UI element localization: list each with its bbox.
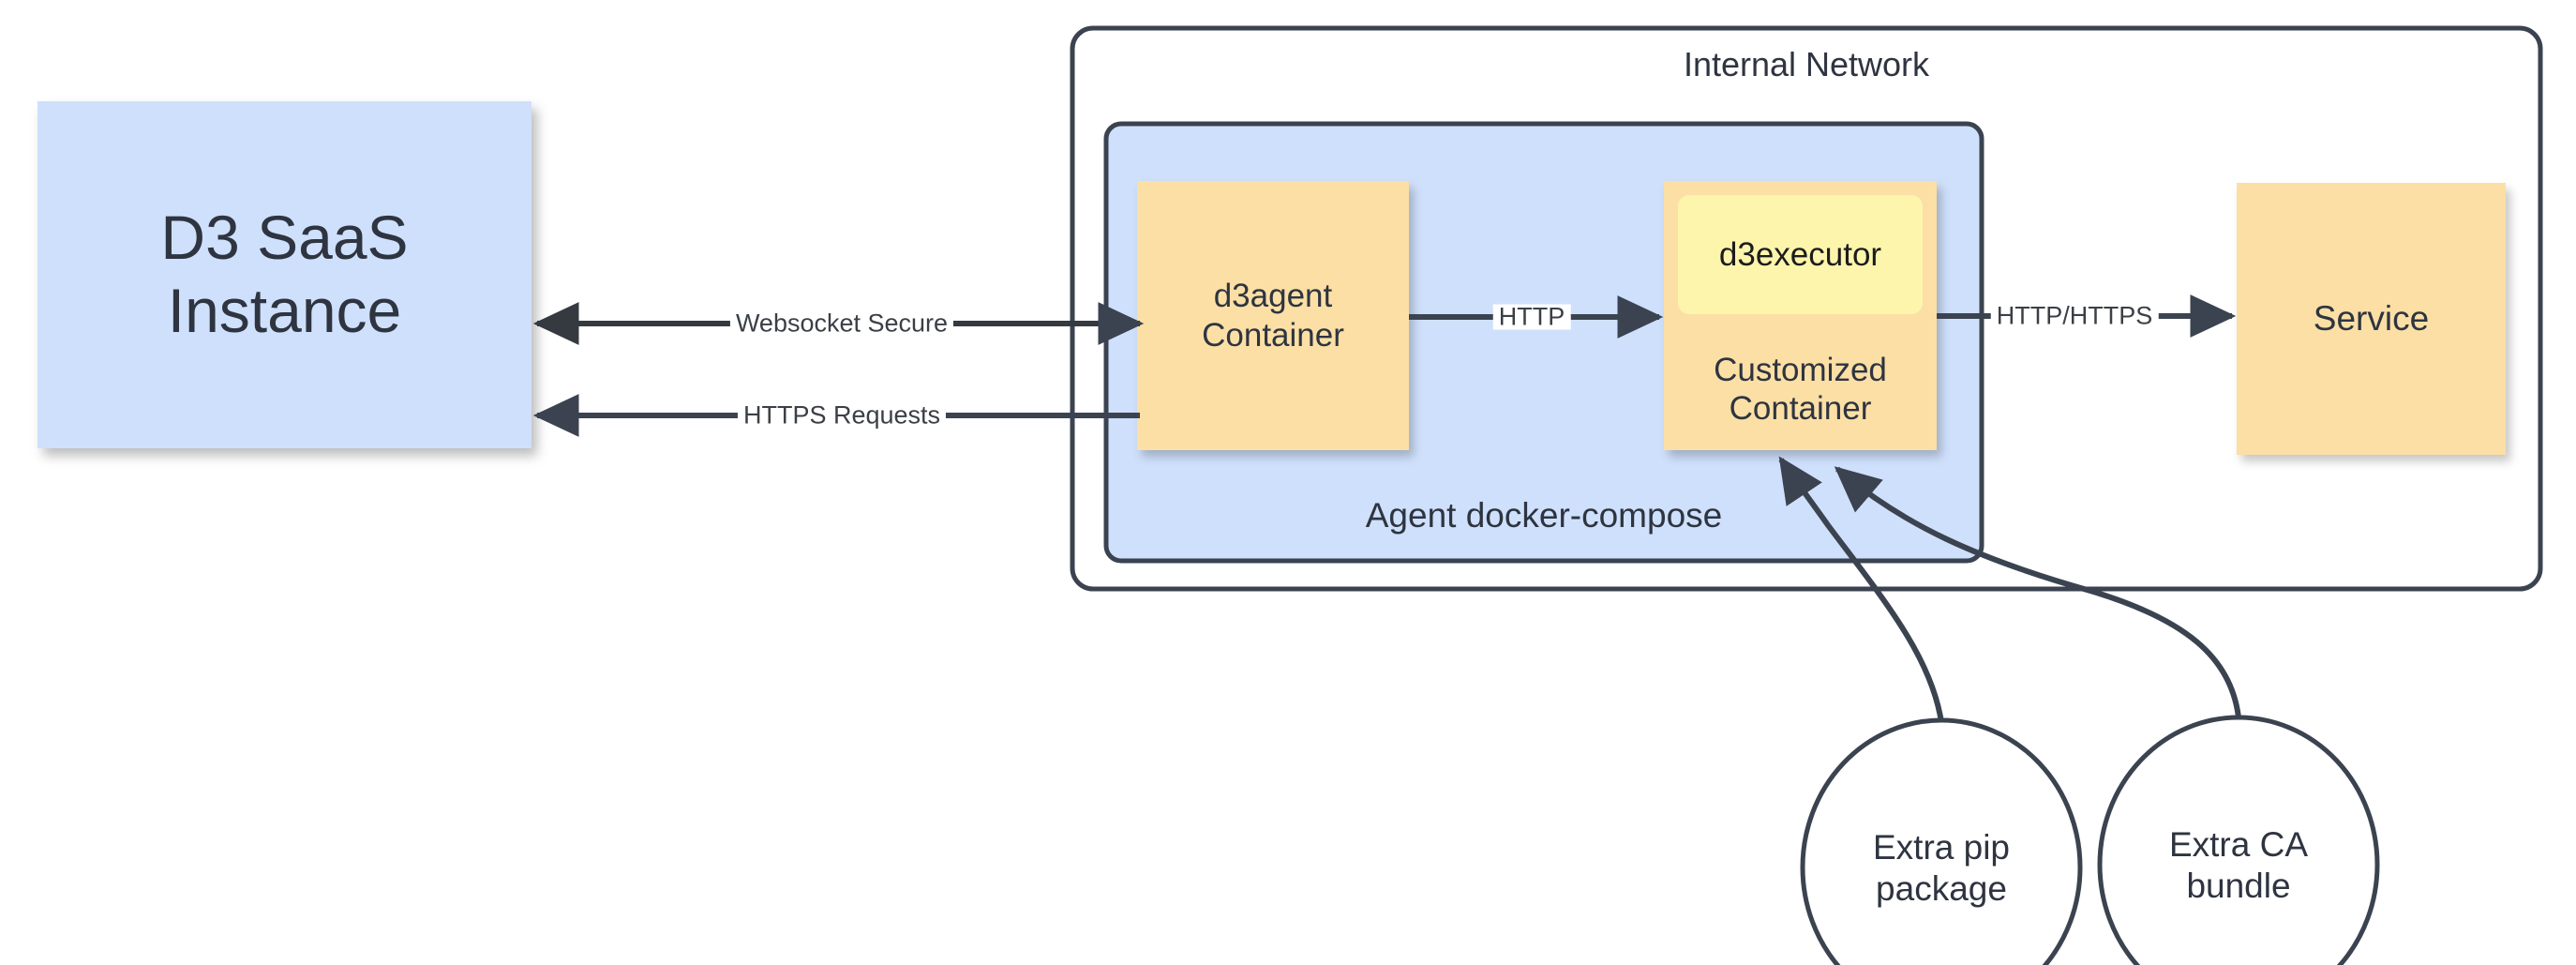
edge-label-http: HTTP [1492,304,1571,330]
d3agent-container-box [1137,181,1409,450]
edge-extra-pip-package [1778,456,1944,723]
saas-instance-box [37,101,532,448]
edge-label-http-https: HTTP/HTTPS [1990,303,2159,329]
d3executor-box [1678,195,1923,314]
extra-ca-bundle-shape [2097,715,2380,965]
edge-label-websocket-secure: Websocket Secure [729,310,954,337]
service-box [2237,183,2506,455]
extra-pip-package-shape [1800,717,2083,965]
edge-extra-ca-bundle [1834,466,2241,718]
edge-label-https-requests: HTTPS Requests [737,402,947,429]
